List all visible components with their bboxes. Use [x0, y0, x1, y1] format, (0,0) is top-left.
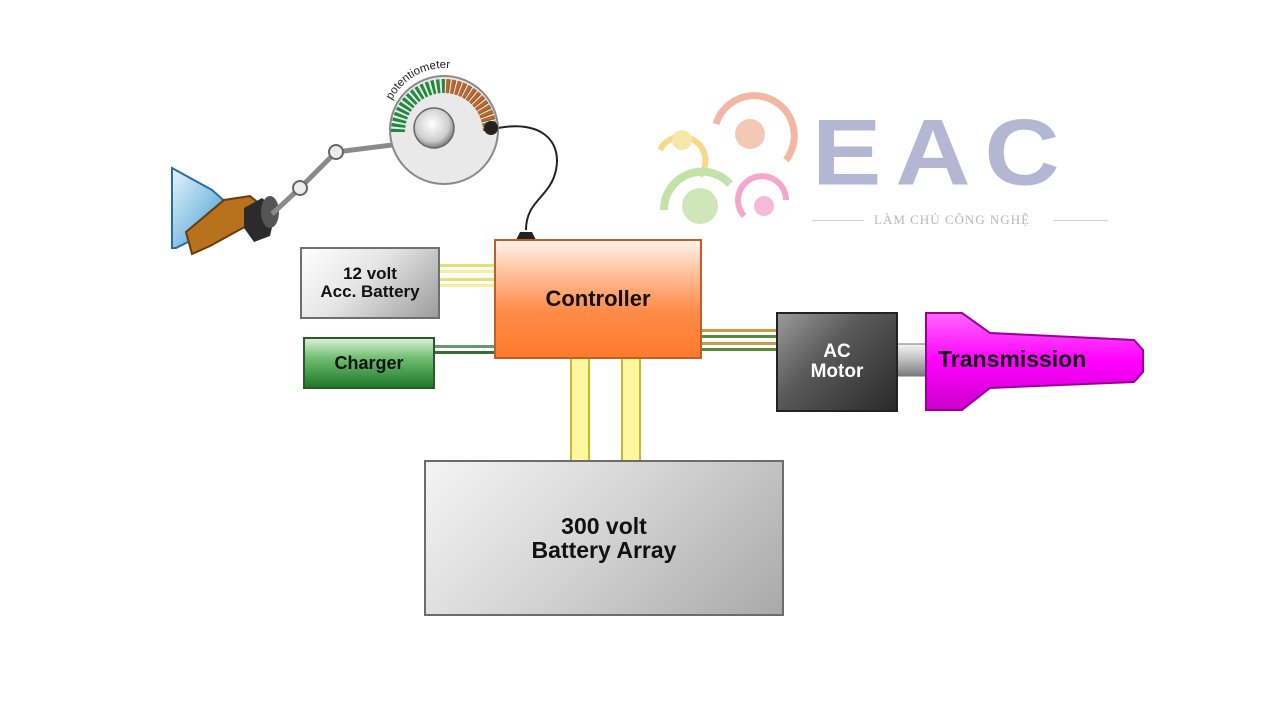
battery-array-wires	[570, 357, 641, 462]
charger-wires	[434, 345, 495, 354]
battery-array-box: 300 volt Battery Array	[424, 460, 784, 616]
logo-mark	[657, 92, 798, 224]
acc-battery-box: 12 volt Acc. Battery	[300, 247, 440, 319]
potentiometer-cable	[497, 125, 558, 231]
logo-tagline: LÀM CHỦ CÔNG NGHỆ	[874, 212, 1031, 227]
acc-battery-wires	[439, 264, 495, 287]
tagline-rule-left	[812, 220, 864, 221]
ac-motor-line1: AC	[823, 341, 851, 363]
motor-shaft	[896, 343, 930, 377]
logo-title: EAC	[812, 100, 1074, 205]
motor-wires	[701, 329, 777, 351]
potentiometer	[389, 75, 499, 185]
linkage-joints	[292, 144, 344, 196]
charger-box: Charger	[303, 337, 435, 389]
acc-battery-line2: Acc. Battery	[320, 282, 420, 301]
ac-motor-line2: Motor	[810, 361, 864, 382]
battery-array-line1: 300 volt	[561, 512, 647, 539]
controller-connector	[516, 232, 536, 240]
transmission-body	[925, 312, 1144, 411]
charger-label: Charger	[334, 352, 404, 373]
ac-motor-box: AC Motor	[776, 312, 898, 412]
controller-box: Controller	[494, 239, 702, 359]
transmission-label: Transmission	[938, 346, 1087, 372]
foot-pedal	[171, 166, 279, 256]
controller-label: Controller	[545, 286, 651, 312]
acc-battery-line1: 12 volt	[343, 264, 397, 284]
tagline-rule-right	[1054, 220, 1108, 221]
battery-array-line2: Battery Array	[531, 537, 677, 563]
